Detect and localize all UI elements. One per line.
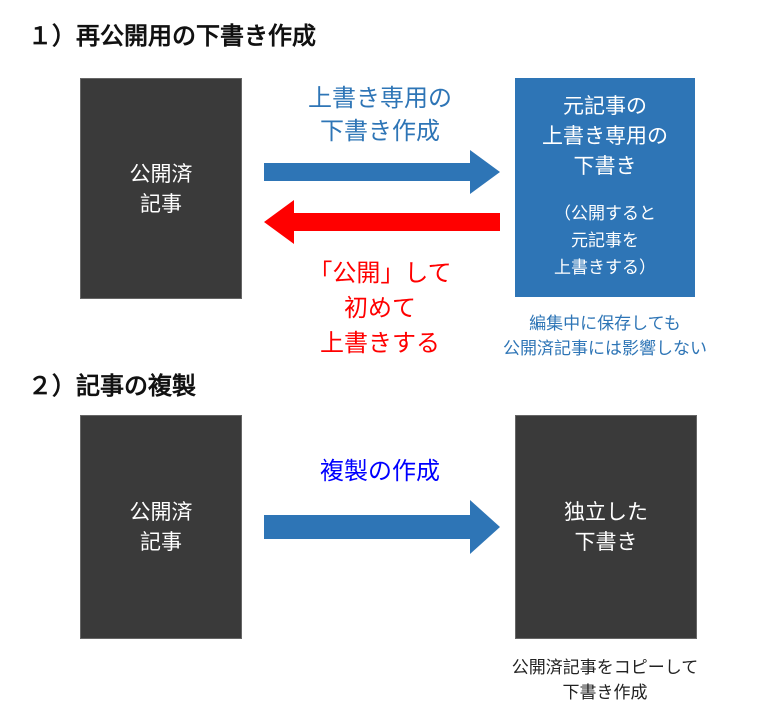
- published-article-box-2: 公開済記事: [80, 415, 242, 639]
- box-text: 記事: [140, 191, 182, 216]
- box-text: 公開済: [129, 161, 193, 186]
- copy-note: 公開済記事をコピーして下書き作成: [511, 658, 699, 703]
- section2-heading: ２）記事の複製: [28, 372, 196, 400]
- duplicate-arrow: [264, 500, 500, 554]
- box-note: （公開すると元記事を上書きする）: [554, 204, 656, 278]
- published-article-box: 公開済 記事: [80, 78, 242, 299]
- arrows: [264, 150, 500, 244]
- left-arrow: [264, 200, 500, 244]
- section1-heading: １）再公開用の下書き作成: [28, 22, 316, 50]
- right-arrow: [264, 500, 500, 554]
- save-note: 編集中に保存しても公開済記事には影響しない: [503, 314, 707, 359]
- duplicate-label: 複製の作成: [320, 457, 440, 485]
- right-arrow: [264, 150, 500, 194]
- overwrite-draft-box: 元記事の上書き専用の下書き （公開すると元記事を上書きする）: [515, 78, 695, 297]
- publish-overwrite-label: 「公開」して初めて上書きする: [308, 259, 452, 357]
- independent-draft-box: 独立した下書き: [515, 415, 697, 639]
- overwrite-draft-label: 上書き専用の下書き作成: [308, 84, 452, 145]
